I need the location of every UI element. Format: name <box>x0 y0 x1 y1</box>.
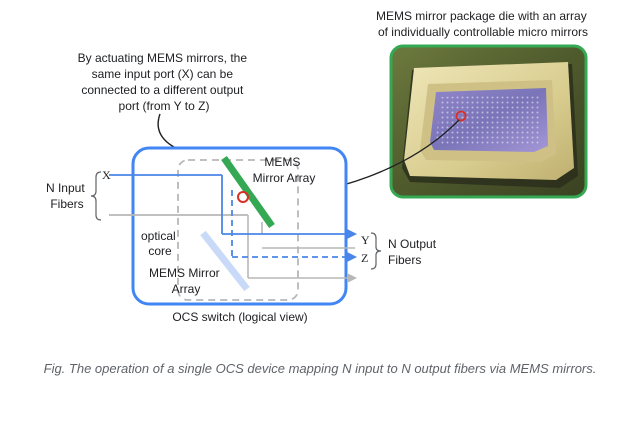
output-label: N Output Fibers <box>388 237 439 267</box>
mems-bottom-label-line1: MEMS Mirror <box>149 266 220 280</box>
package-note-line: MEMS mirror package die with an array <box>376 9 587 23</box>
actuation-note: By actuating MEMS mirrors, the same inpu… <box>78 51 251 113</box>
optical-core-line1: optical <box>141 229 176 243</box>
input-label-line1: N Input <box>46 181 85 195</box>
input-label-line2: Fibers <box>50 197 83 211</box>
switch-title: OCS switch (logical view) <box>172 310 307 324</box>
mems-top-label-line2: Mirror Array <box>253 171 316 185</box>
figure-caption: Fig. The operation of a single OCS devic… <box>20 358 620 380</box>
actuation-note-line: port (from Y to Z) <box>119 99 210 113</box>
actuation-note-line: By actuating MEMS mirrors, the <box>78 51 248 65</box>
optical-core-line2: core <box>148 244 172 258</box>
package-note: MEMS mirror package die with an array of… <box>376 9 590 39</box>
mems-bottom-label-line2: Array <box>172 282 201 296</box>
actuation-note-line: same input port (X) can be <box>92 67 234 81</box>
package-note-line: of individually controllable micro mirro… <box>378 25 588 39</box>
output-port-z: Z <box>361 251 368 265</box>
mems-package-photo <box>391 46 586 197</box>
output-brace <box>371 233 381 269</box>
output-label-line2: Fibers <box>388 253 421 267</box>
input-brace <box>91 172 101 220</box>
input-port-x: X <box>102 168 111 182</box>
mems-top-label-line1: MEMS <box>264 155 300 169</box>
input-label: N Input Fibers <box>46 181 88 211</box>
output-label-line1: N Output <box>388 237 437 251</box>
actuation-note-line: connected to a different output <box>81 83 244 97</box>
output-port-y: Y <box>361 233 370 247</box>
